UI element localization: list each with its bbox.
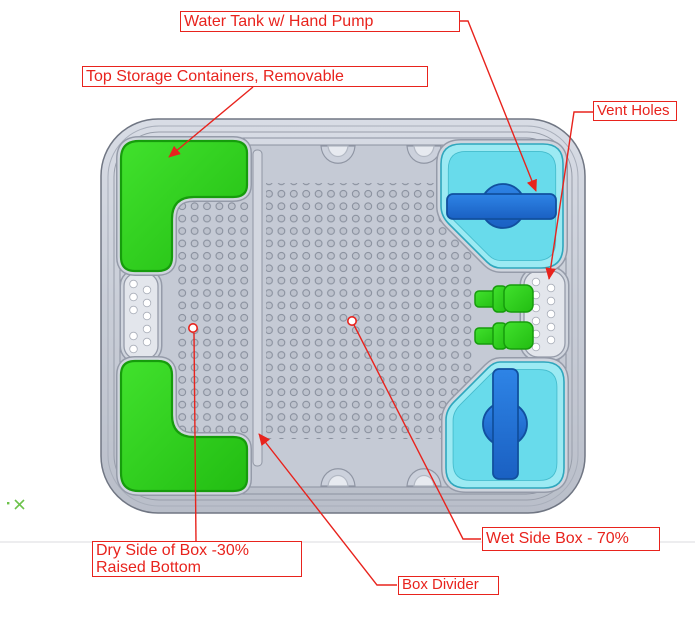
box-divider-leader xyxy=(258,433,397,586)
water-tank-leader xyxy=(460,20,537,192)
top-left-storage-container xyxy=(116,136,252,276)
callout-box-divider-label: Box Divider xyxy=(402,576,479,594)
bottom-hand-pump-handle xyxy=(482,368,528,480)
bottom-spigot xyxy=(474,321,534,350)
callout-vent-holes-label: Vent Holes xyxy=(597,101,670,119)
right-vent-holes xyxy=(531,277,556,352)
annotation-leaders xyxy=(168,20,593,586)
callout-wet-side: Wet Side Box - 70% xyxy=(482,527,660,551)
rim-scallop-notches xyxy=(320,145,442,487)
callout-vent-holes: Vent Holes xyxy=(593,101,677,121)
vent-holes-leader xyxy=(545,111,593,280)
bottom-water-tank xyxy=(441,357,569,493)
wet-side-leader xyxy=(353,324,481,540)
top-spigot xyxy=(474,284,534,313)
box-divider-wall xyxy=(252,149,263,467)
callout-dry-side-line2: Raised Bottom xyxy=(96,559,201,576)
callout-dry-side: Dry Side of Box -30% Raised Bottom xyxy=(92,541,302,577)
wet-side-perforated-floor xyxy=(266,183,472,439)
callout-box-divider: Box Divider xyxy=(398,576,499,595)
top-storage-leader xyxy=(168,86,254,158)
bottom-left-storage-container xyxy=(116,356,252,496)
callout-water-tank: Water Tank w/ Hand Pump xyxy=(180,11,460,32)
top-water-tank xyxy=(436,139,568,273)
callout-dry-side-line1: Dry Side of Box -30% xyxy=(96,541,249,559)
dry-side-leader xyxy=(193,332,197,543)
callout-wet-side-label: Wet Side Box - 70% xyxy=(486,530,629,548)
origin-marker-icon xyxy=(7,499,25,510)
left-vent-holes xyxy=(129,279,152,354)
callout-water-tank-label: Water Tank w/ Hand Pump xyxy=(184,12,374,30)
dry-side-perforated-floor xyxy=(176,200,250,438)
callout-top-storage: Top Storage Containers, Removable xyxy=(82,66,428,87)
top-hand-pump-handle xyxy=(446,183,557,229)
dry-side-leader-dot xyxy=(188,322,199,333)
left-vent-pocket xyxy=(119,268,163,364)
wet-side-leader-dot xyxy=(346,315,357,326)
callout-top-storage-label: Top Storage Containers, Removable xyxy=(86,67,344,85)
